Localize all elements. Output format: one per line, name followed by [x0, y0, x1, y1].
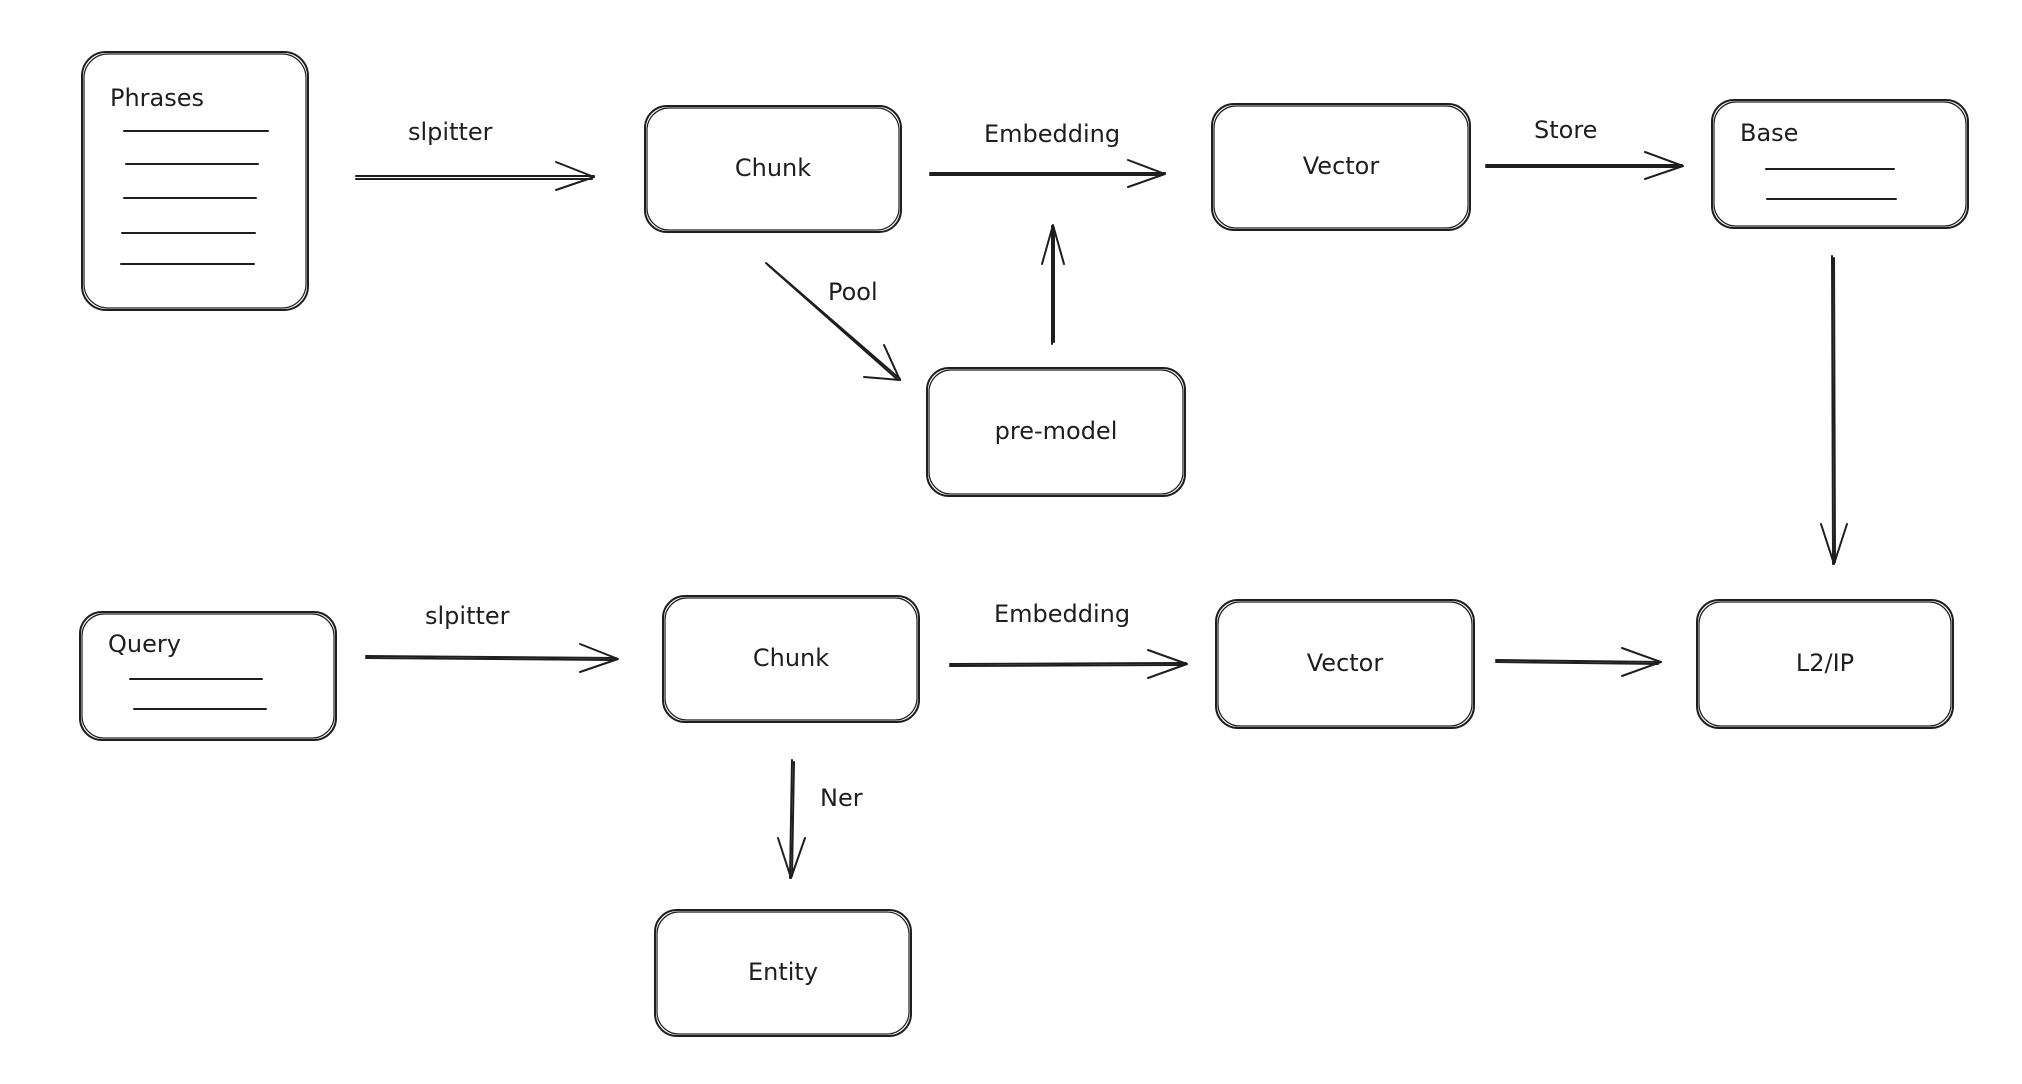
query-label: Query	[108, 630, 181, 658]
embedding-top-arrow	[929, 159, 1166, 188]
entity-node[interactable]: Entity	[654, 909, 912, 1037]
phrases-label: Phrases	[110, 84, 204, 112]
chunk-bottom-node[interactable]: Chunk	[662, 595, 920, 723]
embedding-bottom-label: Embedding	[994, 600, 1130, 628]
splitter-top-label: slpitter	[408, 118, 493, 146]
base-label: Base	[1740, 119, 1798, 147]
query-node[interactable]: Query	[79, 611, 337, 741]
base-node[interactable]: Base	[1711, 99, 1969, 229]
pool-arrow	[765, 262, 901, 381]
l2ip-label: L2/IP	[1796, 649, 1854, 677]
chunk-top-node[interactable]: Chunk	[644, 105, 902, 233]
l2ip-node[interactable]: L2/IP	[1696, 599, 1954, 729]
phrases-node[interactable]: Phrases	[81, 51, 309, 311]
embedding-top-label: Embedding	[984, 120, 1120, 148]
entity-label: Entity	[748, 958, 818, 986]
store-arrow	[1485, 151, 1684, 180]
splitter-bottom-arrow	[365, 643, 619, 673]
store-label: Store	[1534, 116, 1597, 144]
ner-arrow	[777, 759, 806, 879]
vector-bottom-label: Vector	[1307, 649, 1384, 677]
vector-top-label: Vector	[1303, 152, 1380, 180]
vector-top-node[interactable]: Vector	[1211, 103, 1471, 231]
pre-model-up-arrow	[1041, 224, 1065, 345]
vector-to-l2ip-arrow	[1495, 647, 1662, 677]
embedding-bottom-arrow	[949, 649, 1188, 679]
vector-bottom-node[interactable]: Vector	[1215, 599, 1475, 729]
pool-label: Pool	[828, 278, 878, 306]
pre-model-node[interactable]: pre-model	[926, 367, 1186, 497]
chunk-bottom-label: Chunk	[753, 644, 829, 672]
splitter-top-arrow	[355, 161, 595, 191]
ner-label: Ner	[820, 784, 863, 812]
splitter-bottom-label: slpitter	[425, 602, 510, 630]
base-down-arrow	[1820, 255, 1848, 565]
chunk-top-label: Chunk	[735, 154, 811, 182]
pre-model-label: pre-model	[995, 417, 1118, 445]
